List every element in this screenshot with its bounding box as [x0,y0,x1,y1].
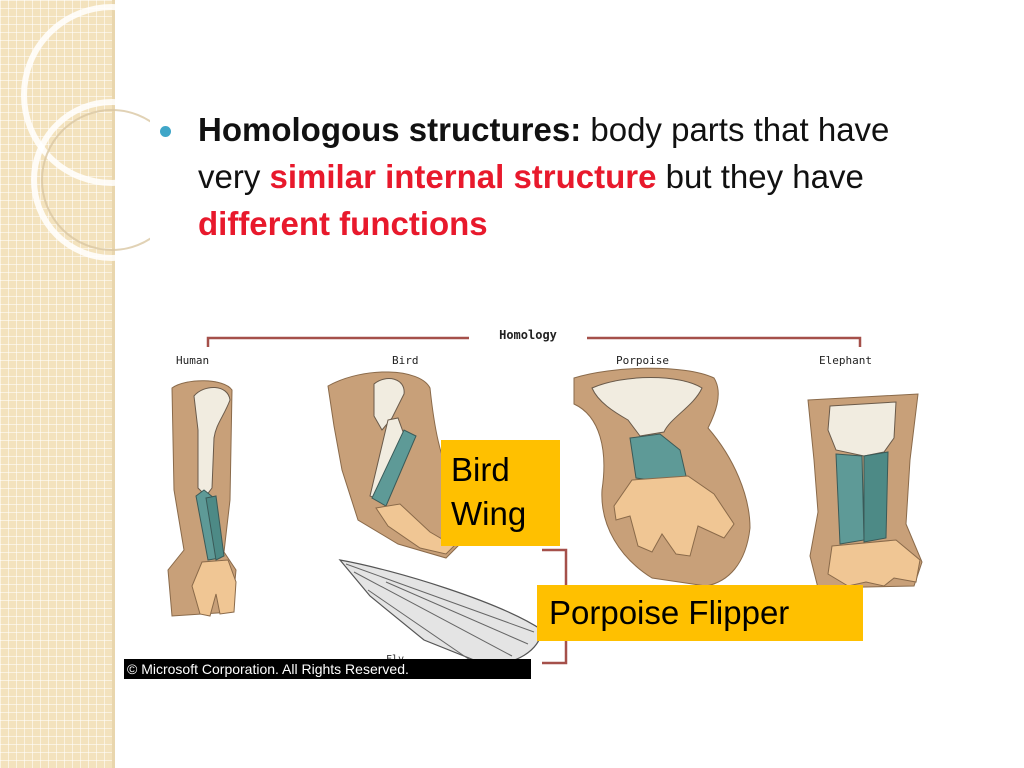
label-porpoise: Porpoise [616,354,669,367]
porpoise-flipper-illustration [573,367,751,587]
fly-wing-illustration: Fly [338,559,543,665]
label-human: Human [176,354,209,367]
bird-wing-callout-line1: Bird [451,451,510,488]
human-arm-illustration [167,380,237,617]
homology-title: Homology [499,328,557,342]
bullet-point: Homologous structures: body parts that h… [160,106,960,247]
copyright-notice: © Microsoft Corporation. All Rights Rese… [124,659,531,679]
bird-wing-callout-line2: Wing [451,495,527,532]
emphasis-similar-structure: similar internal structure [269,158,657,195]
term-heading: Homologous structures: [198,111,582,148]
label-bird: Bird [392,354,419,367]
bird-wing-callout: Bird Wing [441,440,560,546]
definition-text-1: body parts that have very [198,111,890,195]
label-elephant: Elephant [819,354,872,367]
side-band-edge [112,0,115,768]
porpoise-flipper-callout: Porpoise Flipper [537,585,863,641]
emphasis-different-functions: different functions [198,205,488,242]
bullet-text: Homologous structures: body parts that h… [198,106,960,247]
homology-figure: Homology Human Bird Porpoise Elephant Fl… [167,324,923,665]
definition-text-2: but they have [656,158,864,195]
decorative-rings [21,4,150,261]
bird-wing-illustration [327,371,467,559]
elephant-leg-illustration [807,393,923,589]
bullet-dot [160,126,171,137]
